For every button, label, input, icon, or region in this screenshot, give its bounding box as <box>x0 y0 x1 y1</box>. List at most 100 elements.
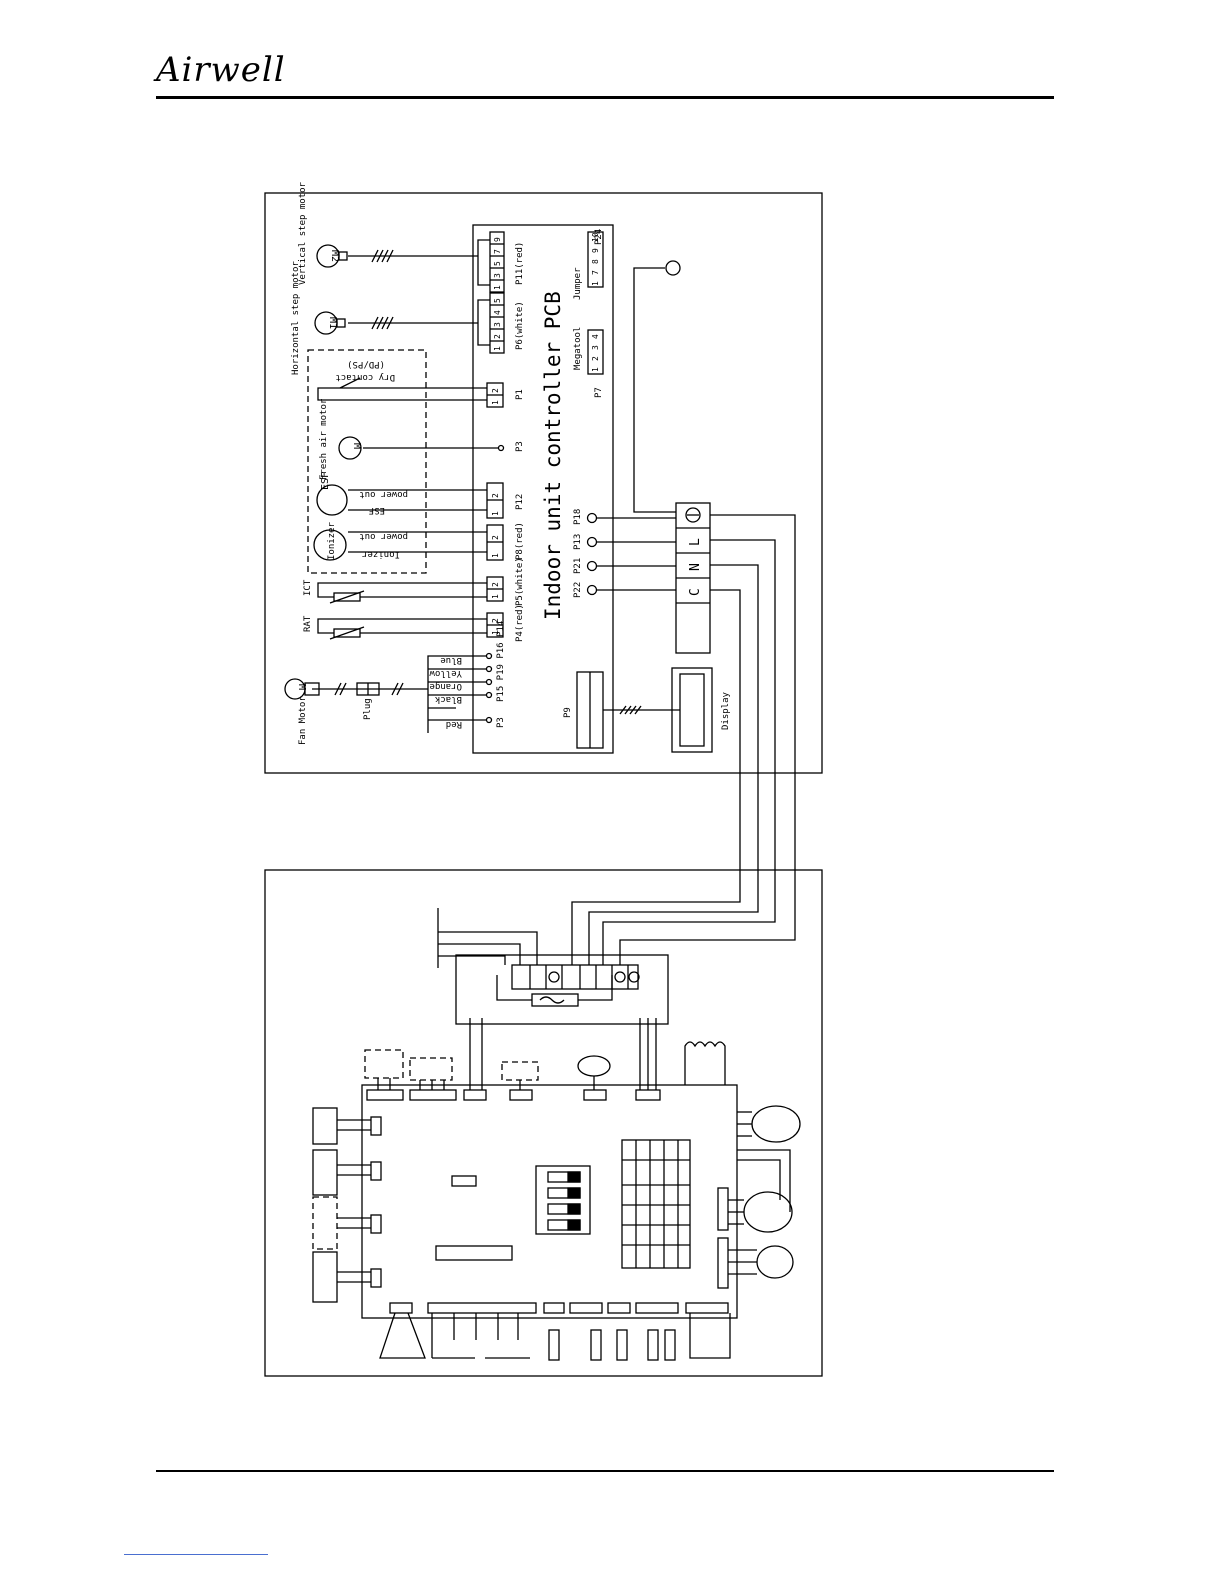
wire-color-red: Red <box>446 719 462 729</box>
label-plug: Plug <box>363 698 373 720</box>
pcb-title: Indoor unit controller PCB <box>541 291 565 620</box>
megatool-pin-2: 2 <box>591 356 600 361</box>
dip-switch-block <box>535 1165 591 1235</box>
label-p21: P21 <box>573 558 583 574</box>
wire-color-orange: Orange <box>429 681 462 691</box>
label-ionizer-power-out: power out <box>359 531 408 541</box>
ionizer-symbol-label: Ionizer <box>327 521 337 560</box>
fresh-air-motor-icon <box>338 436 362 460</box>
cable-n <box>588 564 759 965</box>
label-p9: P9 <box>563 707 573 718</box>
fresh-motor-label: M <box>351 443 362 449</box>
label-ict: ICT <box>303 579 313 596</box>
label-horizontal-motor: Horizontal step motor <box>291 261 301 375</box>
brand-logo: Airwell <box>156 50 286 90</box>
label-jumper: Jumper <box>573 267 583 300</box>
earth-terminal-icon <box>685 507 701 523</box>
p1-pin-2: 2 <box>491 388 500 393</box>
label-esf-text: ESF <box>369 505 385 515</box>
label-fan-motor: Fan Motor <box>298 696 308 745</box>
esf-icon <box>316 484 348 516</box>
board-relay-grid <box>621 1139 691 1269</box>
terminal-l-label: L <box>688 538 703 546</box>
cable-earth <box>619 514 796 965</box>
footer-link-line <box>124 1554 268 1555</box>
p11-pin-3: 3 <box>493 273 502 278</box>
esf-symbol-label: ESF <box>320 472 331 490</box>
bottom-connector-row <box>389 1302 729 1314</box>
label-display: Display <box>721 691 731 730</box>
megatool-connector <box>587 329 604 375</box>
label-p15-group: P15 P19 P16 P14 <box>496 621 506 702</box>
p6-pin-3: 3 <box>493 322 502 327</box>
p6-pin-4: 4 <box>493 310 502 315</box>
p5-pin-2: 2 <box>491 582 500 587</box>
label-esf-power-out: power out <box>359 489 408 499</box>
p6-pin-5: 5 <box>493 298 502 303</box>
header-rule <box>156 96 1054 99</box>
label-p3-fresh: P3 <box>515 441 525 452</box>
wire-color-blue: Blue <box>440 655 462 665</box>
m1-label: M1 <box>327 317 338 329</box>
label-p4: P4(red) <box>515 604 525 642</box>
p12-pin-2: 2 <box>491 493 500 498</box>
label-p11: P11(red) <box>515 242 525 285</box>
p11-pin-1: 1 <box>493 285 502 290</box>
outdoor-diagram-frame <box>264 869 823 1377</box>
p3-fresh-terminal <box>497 444 505 452</box>
terminal-n-label: N <box>688 563 703 571</box>
p11-pin-7: 7 <box>493 249 502 254</box>
outdoor-terminal-strip <box>511 964 639 990</box>
terminal-c-label: C <box>688 588 703 596</box>
p11-pin-5: 5 <box>493 261 502 266</box>
jumper-pin-7: 7 <box>591 270 600 275</box>
fan-motor-outdoor-icon <box>743 1191 793 1233</box>
p1-pin-1: 1 <box>491 400 500 405</box>
board-led-row <box>435 1245 513 1261</box>
label-p18: P18 <box>573 509 583 525</box>
ionizer-icon <box>313 529 347 561</box>
outdoor-terminal-box <box>455 954 669 1025</box>
p11-pin-9: 9 <box>493 237 502 242</box>
outdoor-main-board <box>361 1084 738 1319</box>
m2-label: M2 <box>329 250 340 262</box>
label-megatool: Megatool <box>573 327 583 370</box>
dry-contact-switch <box>339 377 361 389</box>
jumper-pin-1: 1 <box>591 281 600 286</box>
label-p1: P1 <box>515 389 525 400</box>
label-p12: P12 <box>515 494 525 510</box>
jumper-pin-9: 9 <box>591 248 600 253</box>
label-ionizer-text: Ionizer <box>361 549 400 559</box>
label-p24: P24 <box>594 229 604 245</box>
cable-c <box>571 589 741 965</box>
label-vertical-motor: Vertical step motor <box>298 181 308 285</box>
cable-l <box>602 539 776 965</box>
footer-rule <box>156 1470 1054 1472</box>
ground-symbol-icon <box>665 260 681 276</box>
label-p8: P8(red) <box>515 522 525 560</box>
jumper-pin-10: 10 <box>591 232 600 242</box>
p8-pin-1: 1 <box>491 553 500 558</box>
board-jumper <box>451 1175 477 1187</box>
megatool-pin-4: 4 <box>591 334 600 339</box>
top-connector-row <box>366 1089 661 1101</box>
pcb-body <box>472 224 614 754</box>
label-dry-contact: Dry contact <box>335 372 395 382</box>
label-fresh-air-motor: Fresh air motor <box>319 398 329 480</box>
label-p3-fan: P3 <box>496 717 506 728</box>
label-p5: P5(white) <box>515 557 525 606</box>
p4-pin-1: 1 <box>491 630 500 635</box>
p12-pin-1: 1 <box>491 511 500 516</box>
label-p7: P7 <box>594 387 604 398</box>
p6-pin-2: 2 <box>493 334 502 339</box>
label-dry-contact-sub: (PD/PS) <box>347 359 385 369</box>
jumper-connector <box>587 231 604 288</box>
fuse-icon <box>531 993 579 1007</box>
label-p13: P13 <box>573 534 583 550</box>
label-p6: P6(white) <box>515 301 525 350</box>
optional-parts-box <box>307 349 427 574</box>
indoor-diagram-frame <box>264 192 823 774</box>
megatool-pin-3: 3 <box>591 345 600 350</box>
p5-pin-1: 1 <box>491 594 500 599</box>
